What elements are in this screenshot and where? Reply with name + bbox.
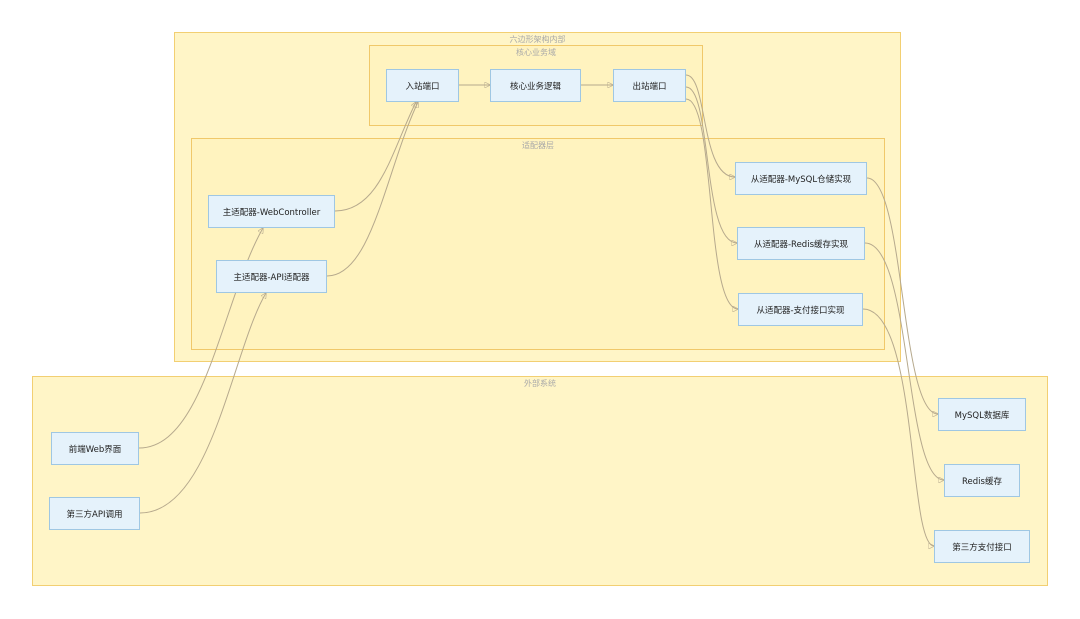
cluster-external-title: 外部系统 [524, 379, 556, 388]
node-frontend-web[interactable]: 前端Web界面 [51, 432, 139, 465]
cluster-hexagon-title: 六边形架构内部 [509, 35, 566, 44]
node-redis-cache[interactable]: Redis缓存 [944, 464, 1020, 497]
node-mysql-database[interactable]: MySQL数据库 [938, 398, 1026, 431]
cluster-adapter-title: 适配器层 [522, 141, 554, 150]
node-third-party-api[interactable]: 第三方API调用 [49, 497, 140, 530]
node-secondary-adapter-redis[interactable]: 从适配器-Redis缓存实现 [737, 227, 865, 260]
node-primary-adapter-web[interactable]: 主适配器-WebController [208, 195, 335, 228]
node-inbound-port[interactable]: 入站端口 [386, 69, 459, 102]
node-outbound-port[interactable]: 出站端口 [613, 69, 686, 102]
node-primary-adapter-api[interactable]: 主适配器-API适配器 [216, 260, 327, 293]
cluster-external-systems: 外部系统 [32, 376, 1048, 586]
node-secondary-adapter-mysql[interactable]: 从适配器-MySQL仓储实现 [735, 162, 867, 195]
cluster-core-title: 核心业务域 [516, 48, 556, 57]
node-core-business-logic[interactable]: 核心业务逻辑 [490, 69, 581, 102]
node-payment-interface[interactable]: 第三方支付接口 [934, 530, 1030, 563]
node-secondary-adapter-payment[interactable]: 从适配器-支付接口实现 [738, 293, 863, 326]
